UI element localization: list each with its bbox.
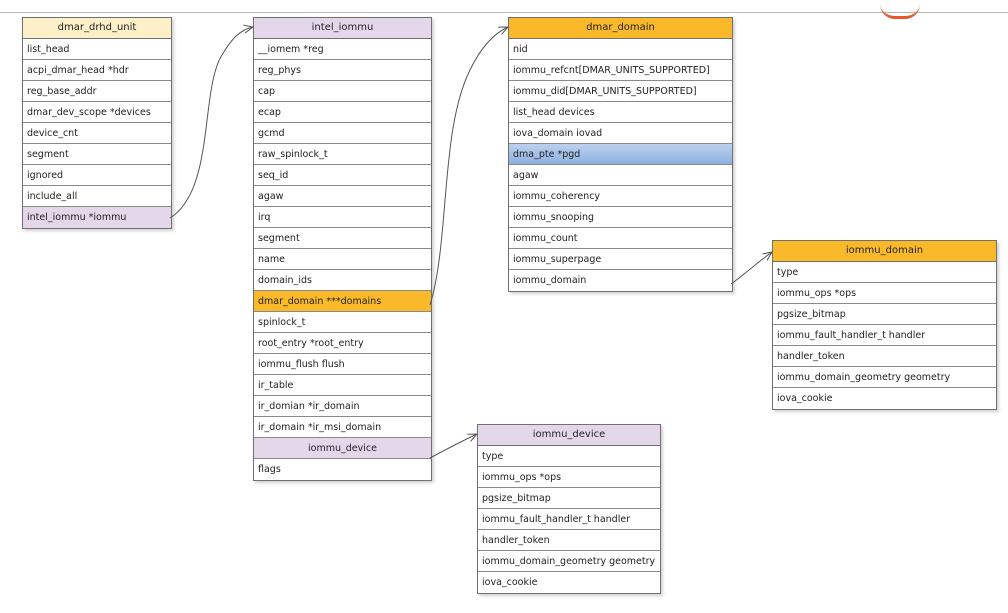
dmar-domain-box: dmar_domain nid iommu_refcnt[DMAR_UNITS_… (508, 17, 733, 292)
field-fault-handler: iommu_fault_handler_t handler (773, 325, 996, 346)
field-dmar-domain-domains: dmar_domain ***domains (254, 291, 431, 312)
intel-iommu-title: intel_iommu (254, 18, 431, 39)
field-name: name (254, 249, 431, 270)
field-irq: irq (254, 207, 431, 228)
field-iommu-coherency: iommu_coherency (509, 186, 732, 207)
field-raw-spinlock: raw_spinlock_t (254, 144, 431, 165)
field-nid: nid (509, 39, 732, 60)
arrow-dmar-domain-to-iommu-domain (730, 252, 772, 285)
field-dmar-dev-scope: dmar_dev_scope *devices (23, 102, 171, 123)
field-handler-token: handler_token (773, 346, 996, 367)
iommu-device-box: iommu_device type iommu_ops *ops pgsize_… (477, 424, 661, 594)
field-iommu-refcnt: iommu_refcnt[DMAR_UNITS_SUPPORTED] (509, 60, 732, 81)
field-iommu-ops: iommu_ops *ops (478, 467, 660, 488)
field-iommu-ops: iommu_ops *ops (773, 283, 996, 304)
field-iommu-flush: iommu_flush flush (254, 354, 431, 375)
field-type: type (773, 262, 996, 283)
red-pen-mark (880, 4, 920, 19)
field-device-cnt: device_cnt (23, 123, 171, 144)
iommu-device-title: iommu_device (478, 425, 660, 446)
field-ir-table: ir_table (254, 375, 431, 396)
top-divider-line (0, 12, 1008, 13)
field-ir-domain: ir_domian *ir_domain (254, 396, 431, 417)
field-iomem-reg: __iomem *reg (254, 39, 431, 60)
field-iova-domain: iova_domain iovad (509, 123, 732, 144)
field-iommu-device: iommu_device (254, 438, 431, 459)
field-agaw: agaw (509, 165, 732, 186)
field-list-head: list_head (23, 39, 171, 60)
iommu-domain-title: iommu_domain (773, 241, 996, 262)
field-iommu-superpage: iommu_superpage (509, 249, 732, 270)
field-gcmd: gcmd (254, 123, 431, 144)
field-segment: segment (23, 144, 171, 165)
dmar-drhd-unit-box: dmar_drhd_unit list_head acpi_dmar_head … (22, 17, 172, 229)
field-spinlock: spinlock_t (254, 312, 431, 333)
iommu-domain-box: iommu_domain type iommu_ops *ops pgsize_… (772, 240, 997, 410)
field-agaw: agaw (254, 186, 431, 207)
field-cap: cap (254, 81, 431, 102)
field-root-entry: root_entry *root_entry (254, 333, 431, 354)
field-flags: flags (258, 464, 281, 475)
field-domain-ids: domain_ids (254, 270, 431, 291)
arrow-drhd-to-intel-iommu (169, 27, 253, 219)
field-domain-geometry: iommu_domain_geometry geometry (478, 551, 660, 572)
field-iommu-did: iommu_did[DMAR_UNITS_SUPPORTED] (509, 81, 732, 102)
field-domain-geometry: iommu_domain_geometry geometry (773, 367, 996, 388)
field-ecap: ecap (254, 102, 431, 123)
arrow-domains-to-dmar-domain (429, 27, 508, 306)
dmar-domain-title: dmar_domain (509, 18, 732, 39)
field-reg-phys: reg_phys (254, 60, 431, 81)
field-intel-iommu-ptr: intel_iommu *iommu (23, 207, 171, 228)
field-dma-pte-pgd: dma_pte *pgd (509, 144, 732, 165)
field-handler-token: handler_token (478, 530, 660, 551)
arrow-iommu-device-link (429, 434, 477, 459)
field-fault-handler: iommu_fault_handler_t handler (478, 509, 660, 530)
field-pgsize-bitmap: pgsize_bitmap (773, 304, 996, 325)
field-iommu-count: iommu_count (509, 228, 732, 249)
dmar-drhd-unit-title: dmar_drhd_unit (23, 18, 171, 39)
field-include-all: include_all (23, 186, 171, 207)
field-iova-cookie: iova_cookie (777, 393, 833, 404)
field-iommu-snooping: iommu_snooping (509, 207, 732, 228)
field-seq-id: seq_id (254, 165, 431, 186)
field-reg-base-addr: reg_base_addr (23, 81, 171, 102)
intel-iommu-box: intel_iommu __iomem *reg reg_phys cap ec… (253, 17, 432, 481)
field-iommu-domain: iommu_domain (513, 275, 587, 286)
field-ignored: ignored (23, 165, 171, 186)
field-list-head-devices: list_head devices (509, 102, 732, 123)
field-segment: segment (254, 228, 431, 249)
field-pgsize-bitmap: pgsize_bitmap (478, 488, 660, 509)
field-iova-cookie: iova_cookie (482, 577, 538, 588)
field-ir-msi-domain: ir_domain *ir_msi_domain (254, 417, 431, 438)
field-type: type (478, 446, 660, 467)
field-acpi-dmar-head: acpi_dmar_head *hdr (23, 60, 171, 81)
